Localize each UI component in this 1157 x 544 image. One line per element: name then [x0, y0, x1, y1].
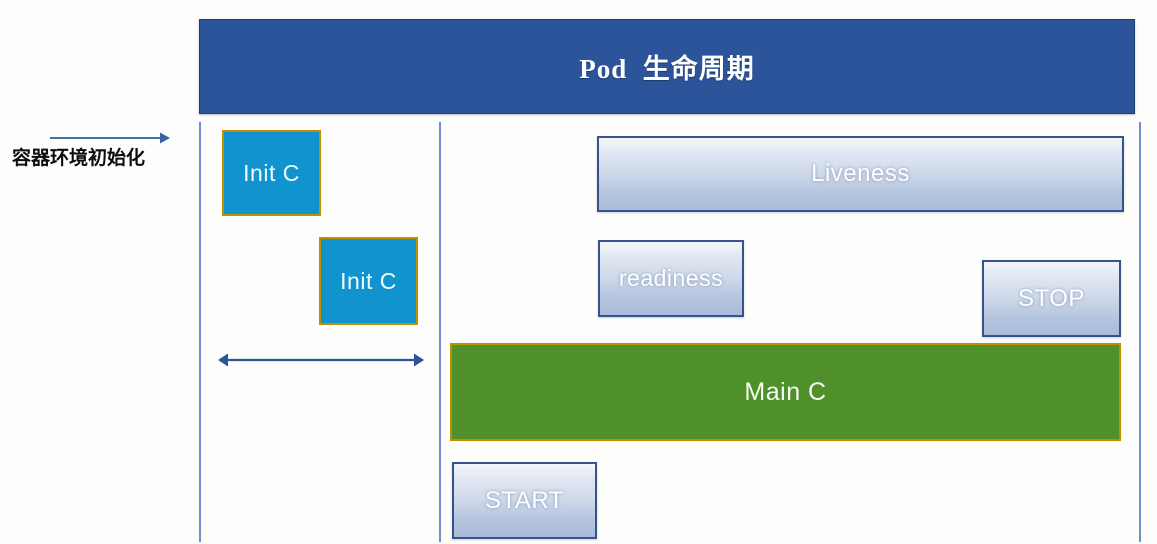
phase-divider-init-start [199, 122, 201, 542]
page-title: Pod 生命周期 [579, 54, 755, 84]
phase-divider-lifecycle-end [1139, 122, 1141, 542]
init-container-label-1: Init C [243, 159, 300, 186]
init-duration-double-arrow-icon [218, 353, 424, 367]
main-container-box[interactable]: Main C [450, 343, 1121, 441]
init-phase-caption: 容器环境初始化 [12, 147, 146, 169]
readiness-probe-box[interactable]: readiness [598, 240, 744, 317]
readiness-probe-label: readiness [618, 265, 724, 291]
init-container-box-2[interactable]: Init C [319, 237, 418, 325]
main-container-label: Main C [744, 377, 827, 406]
stop-hook-box[interactable]: STOP [982, 260, 1121, 337]
init-phase-arrow-icon [50, 132, 170, 144]
init-container-box-1[interactable]: Init C [222, 130, 321, 216]
init-container-label-2: Init C [340, 267, 397, 294]
diagram-title-banner: Pod 生命周期 [199, 19, 1135, 114]
start-hook-label: START [485, 486, 564, 514]
phase-divider-init-end [439, 122, 441, 542]
stop-hook-label: STOP [1018, 284, 1085, 312]
liveness-probe-label: Liveness [811, 160, 910, 187]
start-hook-box[interactable]: START [452, 462, 597, 539]
liveness-probe-box[interactable]: Liveness [597, 136, 1124, 212]
